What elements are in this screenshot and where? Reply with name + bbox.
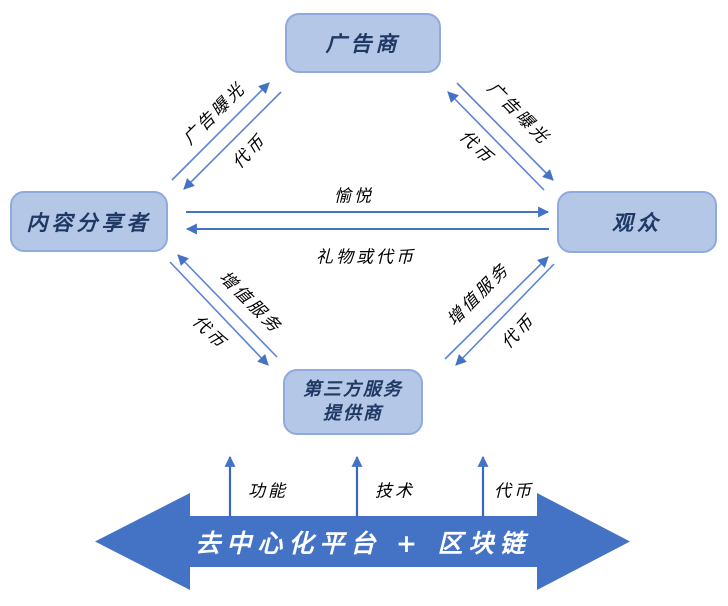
node-audience: 观众	[557, 191, 717, 253]
platform-input-label-tech: 技术	[375, 481, 415, 502]
arrow-sharer-to-thirdparty	[169, 261, 269, 366]
arrow-thirdparty-to-sharer	[177, 254, 278, 358]
node-third-party-provider: 第三方服务 提供商	[283, 369, 423, 435]
arrow-thirdparty-to-audience	[444, 256, 549, 360]
platform-input-label-token: 代币	[494, 481, 534, 502]
platform-arrow	[95, 493, 630, 590]
node-advertiser-label: 广告商	[325, 31, 401, 56]
node-advertiser: 广告商	[285, 13, 441, 73]
node-third-party-label-line2: 提供商	[323, 403, 383, 424]
arrow-advertiser-to-sharer	[183, 91, 282, 190]
node-third-party-label-line1: 第三方服务	[303, 378, 403, 400]
platform-arrow-label: 去中心化平台 + 区块链	[195, 529, 531, 558]
arrow-audience-to-thirdparty	[455, 263, 555, 366]
node-audience-label: 观众	[612, 210, 662, 235]
edge-label-joy: 愉悦	[334, 186, 374, 207]
platform-input-label-feature: 功能	[248, 481, 288, 502]
edge-label-gift-or-token: 礼物或代币	[316, 247, 416, 268]
arrow-sharer-to-advertiser	[171, 82, 270, 181]
arrow-advertiser-to-audience	[456, 82, 554, 181]
node-content-sharer: 内容分享者	[10, 191, 168, 252]
arrow-audience-to-advertiser	[447, 91, 545, 191]
node-content-sharer-label: 内容分享者	[26, 209, 152, 235]
